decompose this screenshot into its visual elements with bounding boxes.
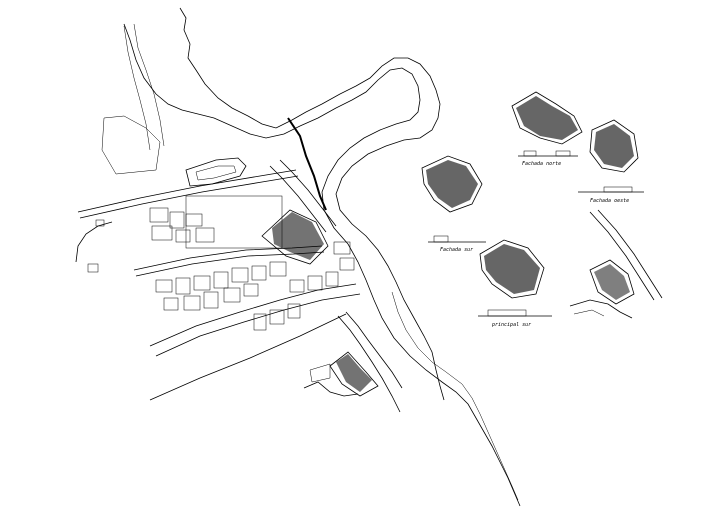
- north-paths-b: [133, 23, 165, 147]
- coastline-left: [179, 7, 445, 401]
- central-building: [272, 212, 324, 260]
- plan-right-site: [569, 209, 663, 319]
- plan-top-right: [589, 119, 639, 173]
- vertical-road: [269, 165, 327, 233]
- roundabout: [185, 157, 247, 187]
- plan-mid-left: [421, 155, 483, 213]
- building-blocks: [87, 195, 355, 331]
- roundabout-inner: [195, 165, 237, 181]
- shoreline-lower: [391, 291, 519, 501]
- label-fachada-norte: Fachada norte: [522, 161, 561, 167]
- curve-road: [75, 221, 113, 263]
- road-upper-b: [79, 175, 299, 219]
- road-lower-b: [155, 293, 361, 357]
- label-fachada-oeste: Fachada oeste: [590, 198, 629, 204]
- label-fachada-sur: Fachada sur: [440, 247, 473, 253]
- road-long: [149, 313, 347, 401]
- plaza-outline: [101, 115, 161, 175]
- plan-center: [479, 239, 545, 299]
- coastline-right: [123, 23, 521, 507]
- plan-top-center: [511, 91, 583, 145]
- elevation-lines: [428, 150, 644, 317]
- central-building-outline: [261, 209, 329, 265]
- road-lower-a: [149, 283, 357, 347]
- label-principal-sur: principal sur: [492, 322, 531, 328]
- north-paths: [123, 25, 151, 151]
- road-upper-a: [77, 169, 297, 213]
- road-mid-b: [135, 251, 325, 277]
- dam-line: [287, 117, 327, 211]
- vertical-road-b: [279, 159, 337, 227]
- lower-plan: [303, 311, 403, 413]
